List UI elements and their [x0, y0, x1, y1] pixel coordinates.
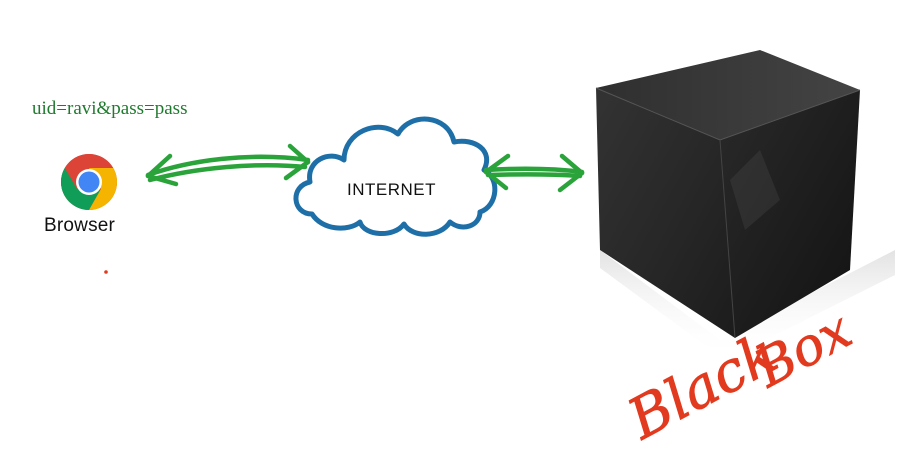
browser-internet-arrow: [145, 143, 311, 187]
query-string: uid=ravi&pass=pass: [32, 98, 188, 119]
cloud-icon: [293, 116, 498, 237]
cube-icon: [595, 50, 895, 360]
browser-label: Browser: [44, 215, 116, 236]
chrome-icon: [60, 153, 118, 210]
internet-blackbox-arrow: [483, 153, 585, 193]
internet-label: INTERNET: [347, 180, 436, 199]
red-dot: [104, 270, 108, 274]
